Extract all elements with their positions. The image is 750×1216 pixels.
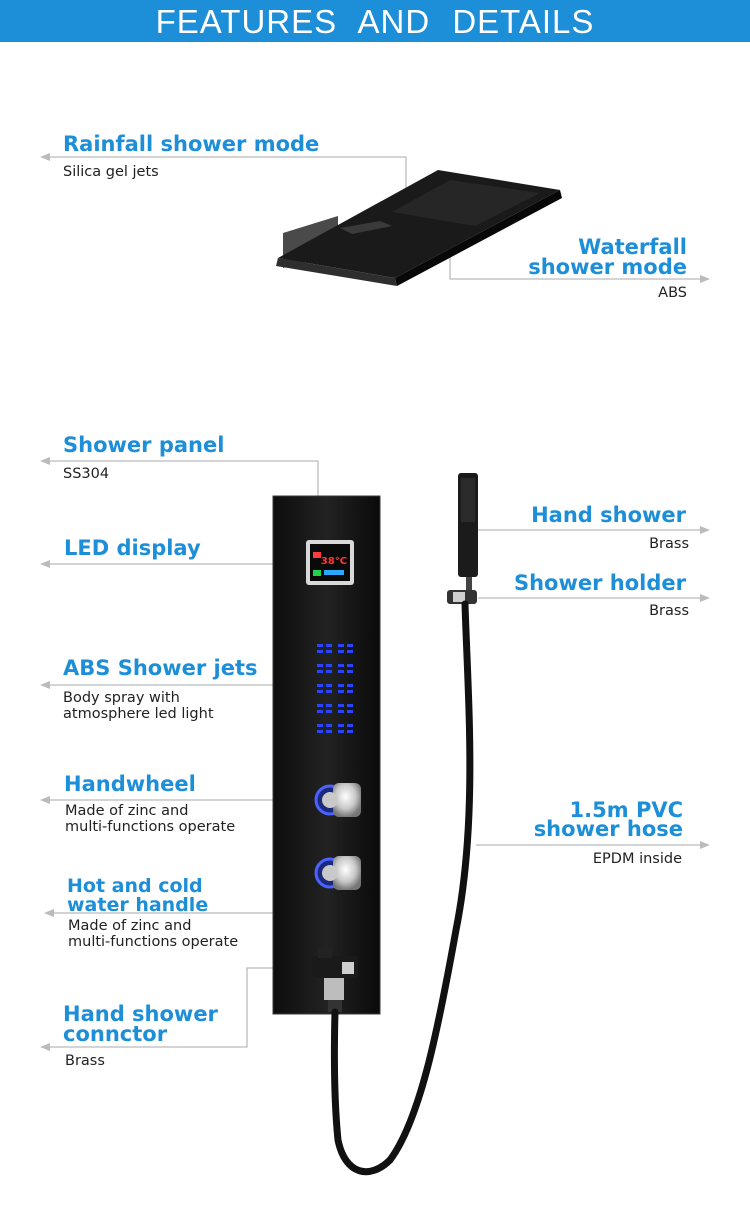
led-jet-dot xyxy=(317,644,323,647)
connector-image xyxy=(312,948,358,1012)
hot-cold-title-line1: Hot and cold xyxy=(67,875,203,897)
shower-jets-title: ABS Shower jets xyxy=(63,656,258,680)
led-jet-dot xyxy=(338,650,344,653)
led-jet-dot xyxy=(317,730,323,733)
handwheel-image xyxy=(314,783,361,817)
led-jet-dot xyxy=(347,684,353,687)
led-jet-dot xyxy=(326,724,332,727)
led-jet-dot xyxy=(338,730,344,733)
shower-hose-image xyxy=(330,600,474,1176)
led-jet-dot xyxy=(338,710,344,713)
led-jet-dot xyxy=(326,710,332,713)
arrow-heads xyxy=(40,153,710,1051)
waterfall-title-line1: Waterfall xyxy=(578,235,687,259)
rainfall-desc: Silica gel jets xyxy=(63,164,159,180)
header-banner: FEATURES AND DETAILS xyxy=(0,0,750,42)
shower-holder-title: Shower holder xyxy=(513,571,686,595)
led-jet-dot xyxy=(326,690,332,693)
shower-panel-desc: SS304 xyxy=(63,466,110,482)
led-jet-dot xyxy=(347,664,353,667)
rainfall-title: Rainfall shower mode xyxy=(63,132,320,156)
led-jet-dot xyxy=(317,684,323,687)
waterfall-desc: ABS xyxy=(658,285,687,301)
hot-cold-desc-line2: multi-functions operate xyxy=(68,934,239,950)
hose-desc: EPDM inside xyxy=(592,851,682,867)
handwheel-desc-line2: multi-functions operate xyxy=(65,819,236,835)
shower-head-image xyxy=(276,170,562,286)
hose-title-line2: shower hose xyxy=(533,817,683,841)
led-jet-dot xyxy=(326,730,332,733)
led-jet-dot xyxy=(347,704,353,707)
led-jets-image xyxy=(317,644,353,733)
led-jet-dot xyxy=(347,690,353,693)
hand-shower-title: Hand shower xyxy=(531,503,686,527)
shower-holder-image xyxy=(447,590,477,604)
led-jet-dot xyxy=(317,670,323,673)
hot-cold-desc-line1: Made of zinc and xyxy=(68,918,192,934)
led-display-title: LED display xyxy=(64,536,201,560)
handwheel-title: Handwheel xyxy=(64,772,196,796)
led-jet-dot xyxy=(317,724,323,727)
page-title: FEATURES AND DETAILS xyxy=(155,3,595,40)
led-jet-dot xyxy=(317,704,323,707)
connector-desc: Brass xyxy=(65,1053,105,1069)
led-jet-dot xyxy=(317,664,323,667)
shower-panel-title: Shower panel xyxy=(63,433,225,457)
led-jet-dot xyxy=(338,644,344,647)
led-jet-dot xyxy=(317,690,323,693)
led-jet-dot xyxy=(347,650,353,653)
hand-shower-image xyxy=(458,473,478,593)
hot-cold-handle-image xyxy=(314,856,361,890)
led-jet-dot xyxy=(326,644,332,647)
led-jet-dot xyxy=(347,710,353,713)
led-display-temperature: 38°C xyxy=(321,556,347,567)
led-jet-dot xyxy=(338,724,344,727)
connector-title-line1: Hand shower xyxy=(63,1002,218,1026)
shower-panel-image xyxy=(272,495,381,1015)
led-jet-dot xyxy=(347,644,353,647)
shower-jets-desc-line1: Body spray with xyxy=(63,690,180,706)
handwheel-desc-line1: Made of zinc and xyxy=(65,803,189,819)
led-jet-dot xyxy=(317,710,323,713)
hot-cold-title-line2: water handle xyxy=(67,894,209,916)
hose-title-line1: 1.5m PVC xyxy=(569,798,683,822)
led-jet-dot xyxy=(338,684,344,687)
led-jet-dot xyxy=(338,704,344,707)
hand-shower-desc: Brass xyxy=(649,536,689,552)
waterfall-title-line2: shower mode xyxy=(528,255,687,279)
led-jet-dot xyxy=(326,670,332,673)
led-jet-dot xyxy=(326,684,332,687)
connector-title-line2: connctor xyxy=(63,1022,168,1046)
led-jet-dot xyxy=(338,690,344,693)
led-jet-dot xyxy=(347,730,353,733)
shower-holder-desc: Brass xyxy=(649,603,689,619)
led-jet-dot xyxy=(326,704,332,707)
led-jet-dot xyxy=(317,650,323,653)
led-jet-dot xyxy=(338,664,344,667)
led-jet-dot xyxy=(347,724,353,727)
led-jet-dot xyxy=(326,664,332,667)
shower-jets-desc-line2: atmosphere led light xyxy=(63,706,214,722)
led-jet-dot xyxy=(326,650,332,653)
led-jet-dot xyxy=(338,670,344,673)
led-jet-dot xyxy=(347,670,353,673)
